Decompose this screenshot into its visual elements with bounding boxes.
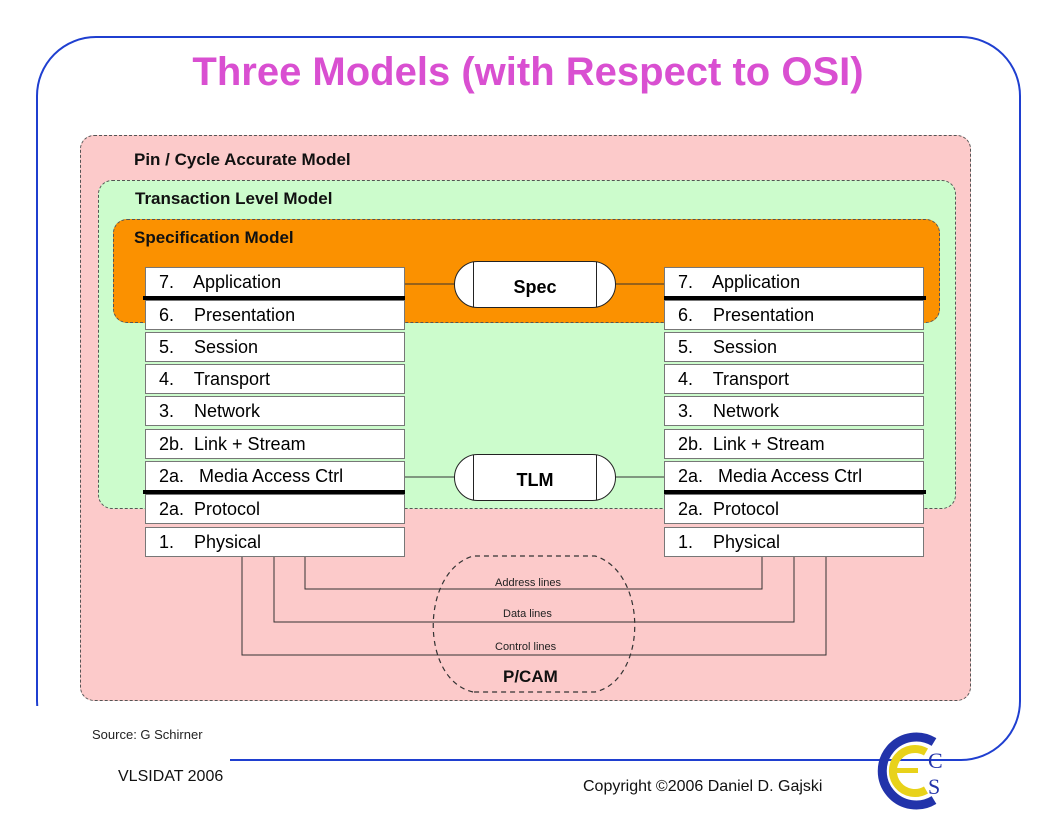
event-label: VLSIDAT 2006 — [118, 768, 224, 785]
logo-inner-e — [888, 745, 929, 797]
address-lines-wire — [304, 557, 763, 590]
left-layer-media-access: 2a. Media Access Ctrl — [145, 461, 405, 491]
right-layer-transport: 4. Transport — [664, 364, 924, 394]
left-layer-transport: 4. Transport — [145, 364, 405, 394]
left-tlm-boundary — [143, 490, 405, 494]
pin-cycle-label: Pin / Cycle Accurate Model — [134, 150, 351, 169]
right-osi-stack: 7. Application 6. Presentation 5. Sessio… — [664, 267, 926, 557]
right-layer-presentation: 6. Presentation — [664, 300, 924, 330]
cecs-logo: C S — [877, 732, 943, 810]
left-spec-boundary — [143, 296, 405, 300]
source-credit: Source: G Schirner — [92, 727, 203, 742]
pcam-boundary — [432, 555, 636, 693]
left-layer-network: 3. Network — [145, 396, 405, 426]
address-lines-label: Address lines — [495, 577, 562, 589]
right-layer-protocol: 2a. Protocol — [664, 494, 924, 524]
data-lines-label: Data lines — [503, 608, 552, 620]
right-layer-session: 5. Session — [664, 332, 924, 362]
logo-letter-s: S — [928, 774, 940, 799]
slide-frame — [36, 36, 1021, 761]
left-layer-session: 5. Session — [145, 332, 405, 362]
data-lines-wire — [273, 557, 795, 623]
left-layer-protocol: 2a. Protocol — [145, 494, 405, 524]
tlm-channel-label: TLM — [516, 470, 554, 490]
left-layer-presentation: 6. Presentation — [145, 300, 405, 330]
tlm-channel: TLM — [454, 454, 616, 501]
pcam-label: P/CAM — [503, 667, 558, 686]
right-layer-network: 3. Network — [664, 396, 924, 426]
right-tlm-boundary — [664, 490, 926, 494]
tlm-channel-cap-left — [473, 455, 491, 500]
left-layer-application: 7. Application — [145, 267, 405, 297]
left-osi-stack: 7. Application 6. Presentation 5. Sessio… — [143, 267, 405, 557]
specification-label: Specification Model — [134, 228, 294, 247]
control-lines-wire — [241, 557, 827, 656]
tlm-channel-cap-right — [579, 455, 597, 500]
slide-title: Three Models (with Respect to OSI) — [192, 50, 864, 94]
transaction-level-label: Transaction Level Model — [135, 189, 333, 208]
logo-letter-c: C — [928, 748, 943, 773]
left-layer-physical: 1. Physical — [145, 527, 405, 557]
right-spec-boundary — [664, 296, 926, 300]
right-layer-application: 7. Application — [664, 267, 924, 297]
copyright-notice: Copyright ©2006 Daniel D. Gajski — [583, 778, 823, 795]
spec-channel: Spec — [454, 261, 616, 308]
spec-channel-cap-right — [579, 262, 597, 307]
frame-notch — [0, 706, 230, 786]
right-layer-link-stream: 2b. Link + Stream — [664, 429, 924, 459]
spec-channel-label: Spec — [513, 277, 557, 297]
right-layer-physical: 1. Physical — [664, 527, 924, 557]
left-layer-link-stream: 2b. Link + Stream — [145, 429, 405, 459]
spec-channel-cap-left — [473, 262, 491, 307]
logo-e-bar — [894, 768, 918, 773]
logo-outer-c — [877, 732, 937, 810]
right-layer-media-access: 2a. Media Access Ctrl — [664, 461, 924, 491]
control-lines-label: Control lines — [495, 641, 557, 653]
